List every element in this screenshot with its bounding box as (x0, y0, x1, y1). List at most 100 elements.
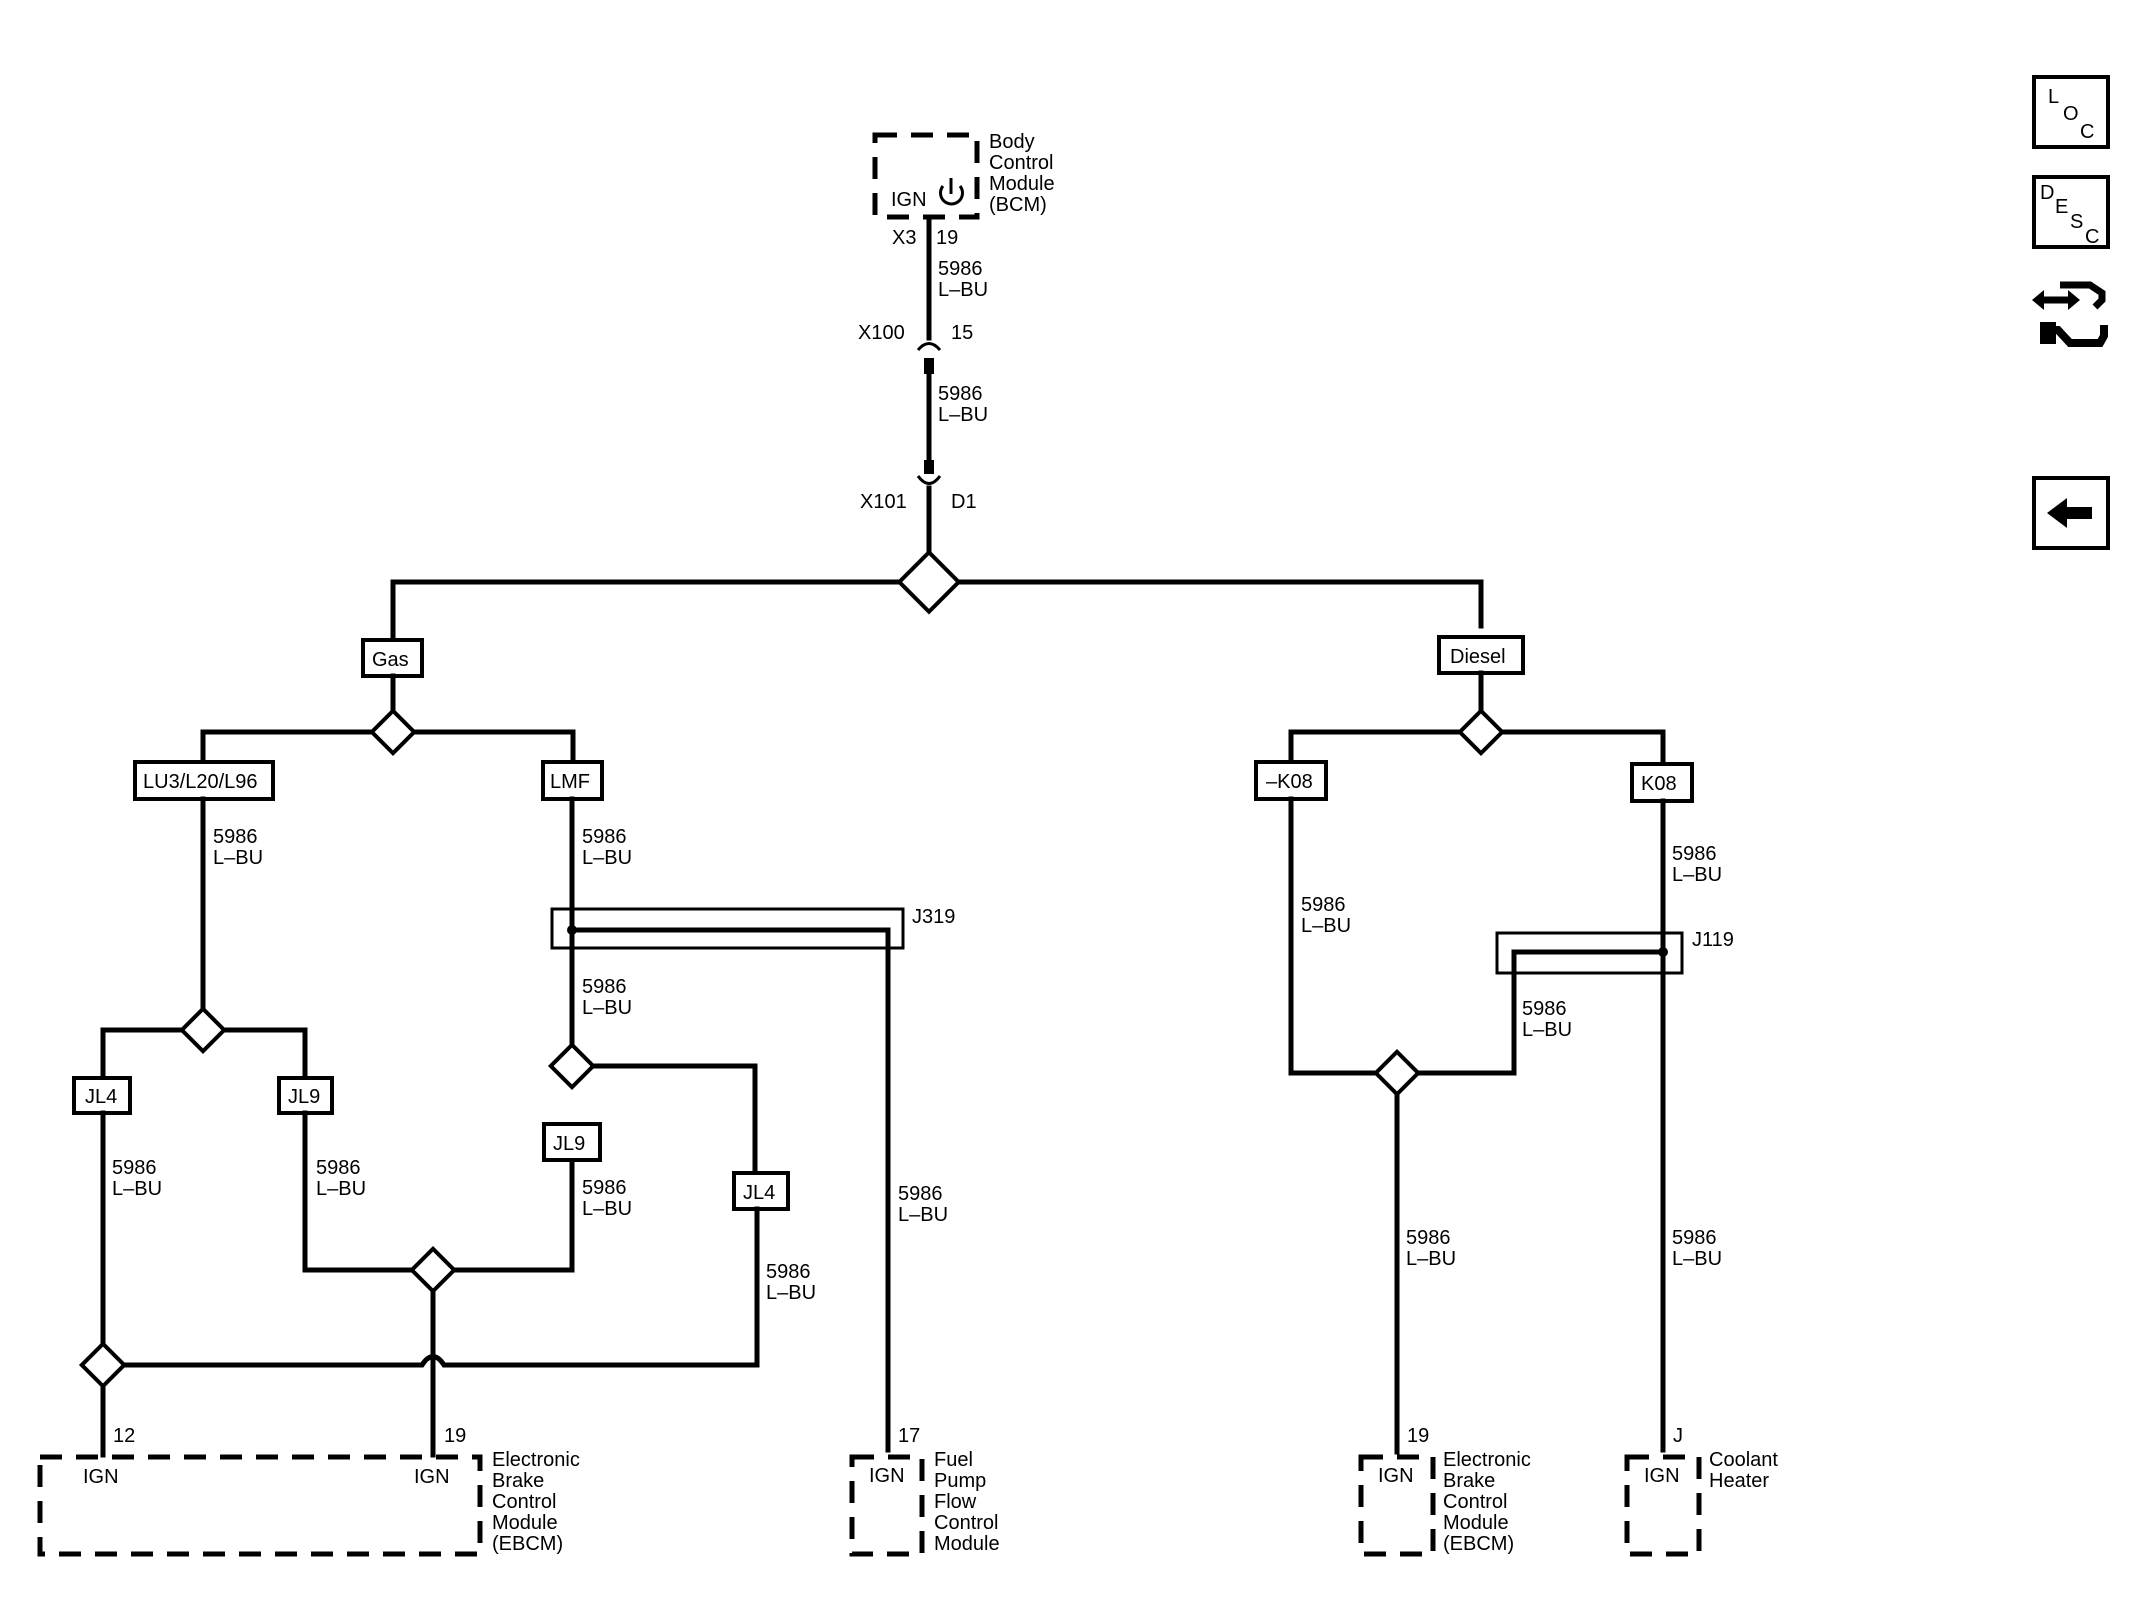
option-jl9-right-label: JL9 (553, 1133, 585, 1155)
ebcm-gas-name-5: (EBCM) (492, 1533, 563, 1555)
option-jl9-right (542, 1122, 602, 1162)
wire-label-number: 5986 (582, 1177, 627, 1199)
wire-ebcm-bottom-bus (100, 1354, 468, 1368)
option-diesel-label: Diesel (1450, 646, 1506, 668)
fuel-pump-module: 17 IGN Fuel Pump Flow Control Module (849, 1425, 1000, 1557)
ebcm-gas-terminal-1: IGN (83, 1466, 119, 1488)
wire-label-number: 5986 (112, 1157, 157, 1179)
wire-label-number: 5986 (938, 383, 983, 405)
split-node-lmf (547, 1041, 597, 1091)
bcm-name-line-4: (BCM) (989, 194, 1047, 216)
desc-letter-d: D (2040, 182, 2054, 204)
wire-label-number: 5986 (938, 258, 983, 280)
ebcm-gas-outline (37, 1454, 483, 1557)
desc-button[interactable]: D E S C (2032, 175, 2110, 249)
desc-letter-e: E (2055, 196, 2068, 218)
fuel-pump-name-1: Fuel (934, 1449, 973, 1471)
wire-label-number: 5986 (213, 826, 258, 848)
option-jl4-left-label: JL4 (85, 1086, 117, 1108)
wire-label-number: 5986 (1672, 843, 1717, 865)
ebcm-gas-pin-12: 12 (113, 1425, 135, 1447)
bcm-module: IGN Body Control Module (BCM) X3 19 (872, 131, 1055, 249)
option-jl9-left-label: JL9 (288, 1086, 320, 1108)
ebcm-gas-name-4: Module (492, 1512, 558, 1534)
option-not-k08 (1254, 760, 1328, 801)
option-lmf (541, 760, 604, 801)
splice-j119-label: J119 (1692, 929, 1734, 951)
wire-label-color: L–BU (938, 404, 988, 426)
wire-label-color: L–BU (1301, 915, 1351, 937)
connector-harness-icon[interactable] (2032, 281, 2108, 347)
bcm-outline (872, 132, 980, 220)
ebcm-diesel-name-5: (EBCM) (1443, 1533, 1514, 1555)
ebcm-diesel-outline (1358, 1454, 1436, 1557)
split-node-diesel (1456, 707, 1506, 757)
power-icon (939, 178, 964, 206)
fuel-pump-outline (849, 1454, 925, 1557)
desc-letter-c: C (2085, 226, 2099, 248)
wire-label-color: L–BU (582, 1198, 632, 1220)
fuel-pump-name-5: Module (934, 1533, 1000, 1555)
wire-label-number: 5986 (898, 1183, 943, 1205)
fuel-pump-name-3: Flow (934, 1491, 977, 1513)
split-node-main (896, 549, 962, 615)
wire-label-color: L–BU (1672, 1248, 1722, 1270)
wire-lmf-jl4-bus (569, 1063, 758, 1178)
coolant-heater-pin: J (1673, 1425, 1683, 1447)
split-node-bottom-left (78, 1340, 128, 1390)
wire-label-number: 5986 (582, 976, 627, 998)
wire-label-color: L–BU (316, 1178, 366, 1200)
ebcm-gas-module: 12 19 IGN IGN Electronic Brake Control M… (37, 1425, 580, 1557)
coolant-heater-name-1: Coolant (1709, 1449, 1778, 1471)
fuel-pump-name-2: Pump (934, 1470, 986, 1492)
split-node-lu3 (178, 1005, 228, 1055)
option-lu3-label: LU3/L20/L96 (143, 771, 258, 793)
split-node-middle (408, 1245, 458, 1295)
fuel-pump-terminal: IGN (869, 1465, 905, 1487)
option-k08 (1630, 762, 1694, 803)
wire-label-color: L–BU (582, 847, 632, 869)
bcm-name-line-1: Body (989, 131, 1035, 153)
wire-label-color: L–BU (1672, 864, 1722, 886)
ebcm-diesel-name-1: Electronic (1443, 1449, 1531, 1471)
wire-label-color: L–BU (1406, 1248, 1456, 1270)
coolant-heater-terminal: IGN (1644, 1465, 1680, 1487)
ebcm-diesel-terminal: IGN (1378, 1465, 1414, 1487)
loc-letter-o: O (2063, 103, 2079, 125)
inline-connector-x100: X100 15 (858, 322, 973, 374)
ebcm-gas-name-2: Brake (492, 1470, 544, 1492)
wire-label-number: 5986 (582, 826, 627, 848)
option-k08-label: K08 (1641, 773, 1677, 795)
fuel-pump-name-4: Control (934, 1512, 998, 1534)
option-lmf-label: LMF (550, 771, 590, 793)
wire-j319-to-fuel-pump (569, 927, 891, 1453)
ebcm-gas-name-1: Electronic (492, 1449, 580, 1471)
option-not-k08-label: –K08 (1266, 771, 1313, 793)
ebcm-diesel-name-4: Module (1443, 1512, 1509, 1534)
wire-label-number: 5986 (1301, 894, 1346, 916)
coolant-heater-module: J IGN Coolant Heater (1624, 1425, 1778, 1557)
wire-not-k08-down (1288, 796, 1400, 1076)
bcm-connector: X3 (892, 227, 916, 249)
option-jl4-right (732, 1171, 790, 1211)
loc-button[interactable]: L O C (2032, 75, 2110, 149)
wire-label-color: L–BU (112, 1178, 162, 1200)
desc-letter-s: S (2070, 211, 2083, 233)
wire-label-color: L–BU (213, 847, 263, 869)
option-jl4-left (72, 1076, 132, 1115)
x100-pin: 15 (951, 322, 973, 344)
back-button[interactable] (2032, 476, 2110, 550)
loc-letter-l: L (2048, 86, 2059, 108)
splice-j319-label: J319 (912, 906, 955, 928)
wire-j119-to-diesel-node (1394, 949, 1666, 1076)
x101-name: X101 (860, 491, 907, 513)
wire-label-number: 5986 (316, 1157, 361, 1179)
x100-name: X100 (858, 322, 905, 344)
ebcm-diesel-module: 19 IGN Electronic Brake Control Module (… (1358, 1425, 1531, 1557)
splice-j319: J319 (550, 906, 955, 1453)
bcm-terminal-label: IGN (891, 189, 927, 211)
bcm-pin: 19 (936, 227, 958, 249)
option-lu3-l20-l96 (133, 760, 275, 801)
ebcm-gas-pin-19: 19 (444, 1425, 466, 1447)
